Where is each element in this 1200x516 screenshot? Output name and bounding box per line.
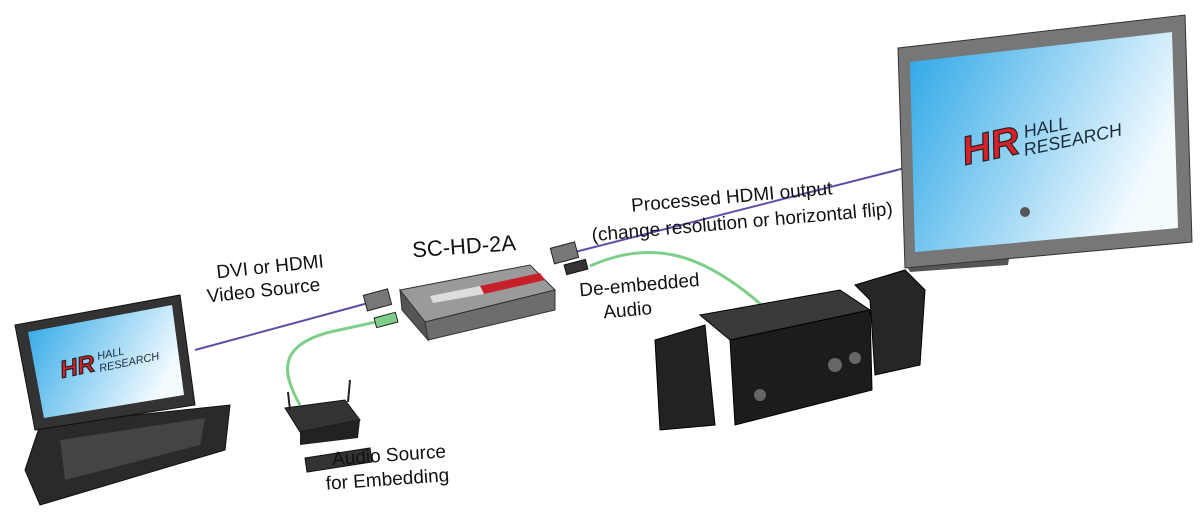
video-cable-in bbox=[194, 301, 373, 351]
av-receiver bbox=[654, 269, 926, 431]
label-audio-source: Audio Source for Embedding bbox=[325, 441, 450, 495]
svg-text:Audio: Audio bbox=[603, 298, 653, 323]
microphone bbox=[304, 447, 373, 473]
audio-source-device bbox=[284, 379, 361, 445]
device-label: SC-HD-2A bbox=[411, 230, 517, 262]
audio-connector-in bbox=[373, 311, 399, 329]
speaker-right bbox=[854, 269, 926, 376]
monitor: HR HALL RESEARCH bbox=[897, 14, 1193, 272]
hdmi-connector-in bbox=[362, 288, 393, 312]
laptop: HR HALL RESEARCH bbox=[14, 294, 231, 506]
hdmi-connector-out bbox=[549, 241, 580, 265]
audio-cable-in bbox=[286, 318, 386, 406]
power-button-icon bbox=[1020, 207, 1030, 217]
label-deembedded-audio: De-embedded Audio bbox=[579, 270, 701, 323]
video-cable-out bbox=[574, 167, 906, 253]
audio-cable-out bbox=[589, 250, 766, 310]
svg-text:for Embedding: for Embedding bbox=[325, 465, 450, 495]
speaker-left bbox=[654, 324, 716, 431]
svg-text:De-embedded: De-embedded bbox=[579, 270, 701, 301]
sc-hd-2a-device bbox=[399, 264, 556, 342]
logo-line1: HALL bbox=[96, 345, 125, 362]
audio-connector-out bbox=[563, 258, 589, 276]
label-video-source: DVI or HDMI Video Source bbox=[206, 251, 325, 307]
monitor-logo-mark: HR bbox=[958, 119, 1024, 174]
